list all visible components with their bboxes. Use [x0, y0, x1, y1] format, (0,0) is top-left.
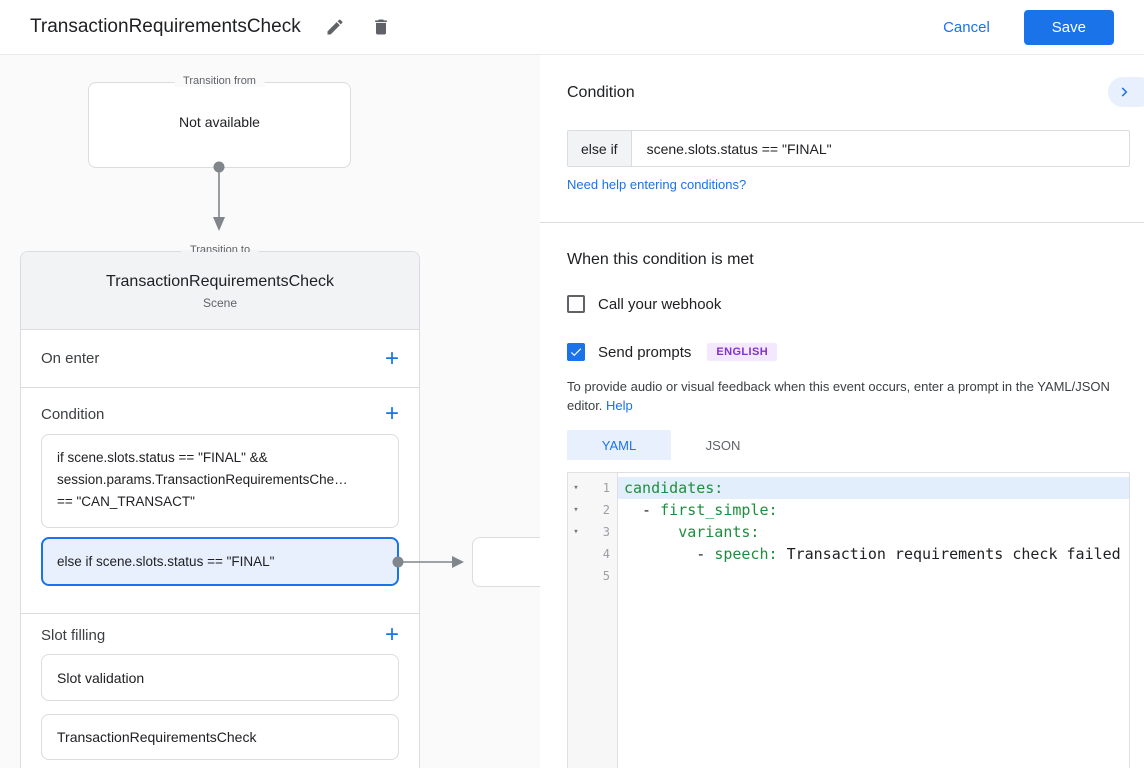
scene-card-title: TransactionRequirementsCheck	[106, 273, 334, 290]
gutter-row: 4	[568, 543, 617, 565]
code-token: -	[624, 545, 715, 563]
tab-yaml[interactable]: YAML	[567, 430, 671, 460]
webhook-row: Call your webhook	[567, 295, 721, 313]
condition-prefix: else if	[568, 131, 632, 166]
gutter-row: ▾1	[568, 477, 617, 499]
gutter-row: ▾2	[568, 499, 617, 521]
slot-filling-section-header: Slot filling +	[21, 620, 419, 650]
fold-arrow-icon[interactable]: ▾	[573, 505, 579, 515]
webhook-label: Call your webhook	[598, 295, 722, 313]
code-line[interactable]: candidates:	[618, 477, 1129, 499]
transition-to-card: Transition to TransactionRequirementsChe…	[20, 244, 420, 768]
code-line[interactable]: - first_simple:	[618, 499, 1129, 521]
on-enter-section: On enter +	[21, 330, 419, 387]
pencil-icon	[327, 19, 343, 35]
condition-box-else-if-selected[interactable]: else if scene.slots.status == "FINAL"	[41, 537, 399, 586]
condition-met-title: When this condition is met	[567, 251, 754, 268]
add-slot-button[interactable]: +	[384, 621, 399, 648]
line-number: 5	[602, 569, 610, 583]
gutter-row: ▾3	[568, 521, 617, 543]
condition-detail-panel: Condition else if Need help entering con…	[540, 55, 1144, 768]
send-prompts-row: Send prompts ENGLISH	[567, 343, 778, 361]
panel-divider	[540, 222, 1144, 223]
prompt-description: To provide audio or visual feedback when…	[567, 377, 1133, 415]
right-arrow-connector	[392, 556, 464, 568]
checkmark-icon	[570, 348, 582, 357]
language-badge: ENGLISH	[707, 343, 778, 361]
transition-from-legend: Transition from	[174, 75, 265, 87]
fold-arrow-icon[interactable]: ▾	[573, 527, 579, 537]
code-token: candidates:	[624, 479, 724, 497]
code-token: speech:	[714, 545, 787, 563]
code-line[interactable]: variants:	[618, 521, 1129, 543]
down-arrow-connector	[213, 161, 225, 231]
slot-filling-label: Slot filling	[41, 626, 106, 644]
panel-title: Condition	[567, 84, 635, 101]
code-token: Transaction requirements check failed	[786, 545, 1121, 563]
condition-box-if[interactable]: if scene.slots.status == "FINAL" && sess…	[41, 434, 399, 528]
code-token: -	[624, 501, 661, 519]
line-number: 3	[602, 525, 610, 539]
webhook-checkbox[interactable]	[567, 295, 585, 313]
section-divider	[21, 613, 419, 614]
save-button[interactable]: Save	[1023, 9, 1114, 45]
condition-label: Condition	[41, 405, 105, 423]
code-token	[624, 523, 678, 541]
transition-from-box[interactable]: Transition from Not available	[88, 75, 351, 168]
prompt-description-text: To provide audio or visual feedback when…	[567, 379, 1110, 413]
editor-code[interactable]: candidates: - first_simple: variants: - …	[618, 473, 1129, 768]
code-line[interactable]	[618, 565, 1129, 587]
collapse-panel-button[interactable]	[1108, 77, 1144, 107]
top-bar: TransactionRequirementsCheck Cancel Save	[0, 0, 1144, 55]
tab-json[interactable]: JSON	[705, 437, 741, 453]
code-token: variants:	[678, 523, 760, 541]
cancel-button[interactable]: Cancel	[943, 18, 990, 36]
delete-button[interactable]	[369, 15, 393, 39]
help-link[interactable]: Help	[606, 398, 633, 413]
condition-expression-input[interactable]	[631, 131, 1129, 166]
scene-card-header[interactable]: TransactionRequirementsCheck Scene	[21, 252, 419, 330]
transition-target-box[interactable]	[472, 537, 540, 587]
slot-box-transaction-check[interactable]: TransactionRequirementsCheck	[41, 714, 399, 760]
scene-card-subtitle: Scene	[202, 296, 238, 310]
editor-tabs: YAML JSON	[567, 430, 775, 460]
condition-section-header: Condition +	[21, 398, 419, 430]
line-number: 1	[602, 481, 610, 495]
trash-icon	[374, 19, 387, 35]
conditions-help-link[interactable]: Need help entering conditions?	[567, 177, 747, 192]
code-token: first_simple:	[660, 501, 778, 519]
send-prompts-label: Send prompts	[598, 343, 692, 361]
on-enter-label: On enter	[41, 350, 100, 367]
transition-from-content: Not available	[179, 114, 260, 130]
flow-canvas: Transition from Not available Transition…	[0, 55, 540, 768]
gutter-row: 5	[568, 565, 617, 587]
edit-button[interactable]	[323, 15, 347, 39]
chevron-right-icon	[1121, 87, 1128, 97]
fold-arrow-icon[interactable]: ▾	[573, 483, 579, 493]
line-number: 2	[602, 503, 610, 517]
line-number: 4	[602, 547, 610, 561]
slot-box-validation[interactable]: Slot validation	[41, 654, 399, 701]
add-on-enter-button[interactable]: +	[384, 344, 399, 372]
add-condition-button[interactable]: +	[384, 400, 399, 427]
condition-input-group: else if	[567, 130, 1130, 167]
code-line[interactable]: - speech: Transaction requirements check…	[618, 543, 1129, 565]
send-prompts-checkbox[interactable]	[567, 343, 585, 361]
section-divider	[21, 387, 419, 388]
page-title: TransactionRequirementsCheck	[30, 16, 301, 37]
